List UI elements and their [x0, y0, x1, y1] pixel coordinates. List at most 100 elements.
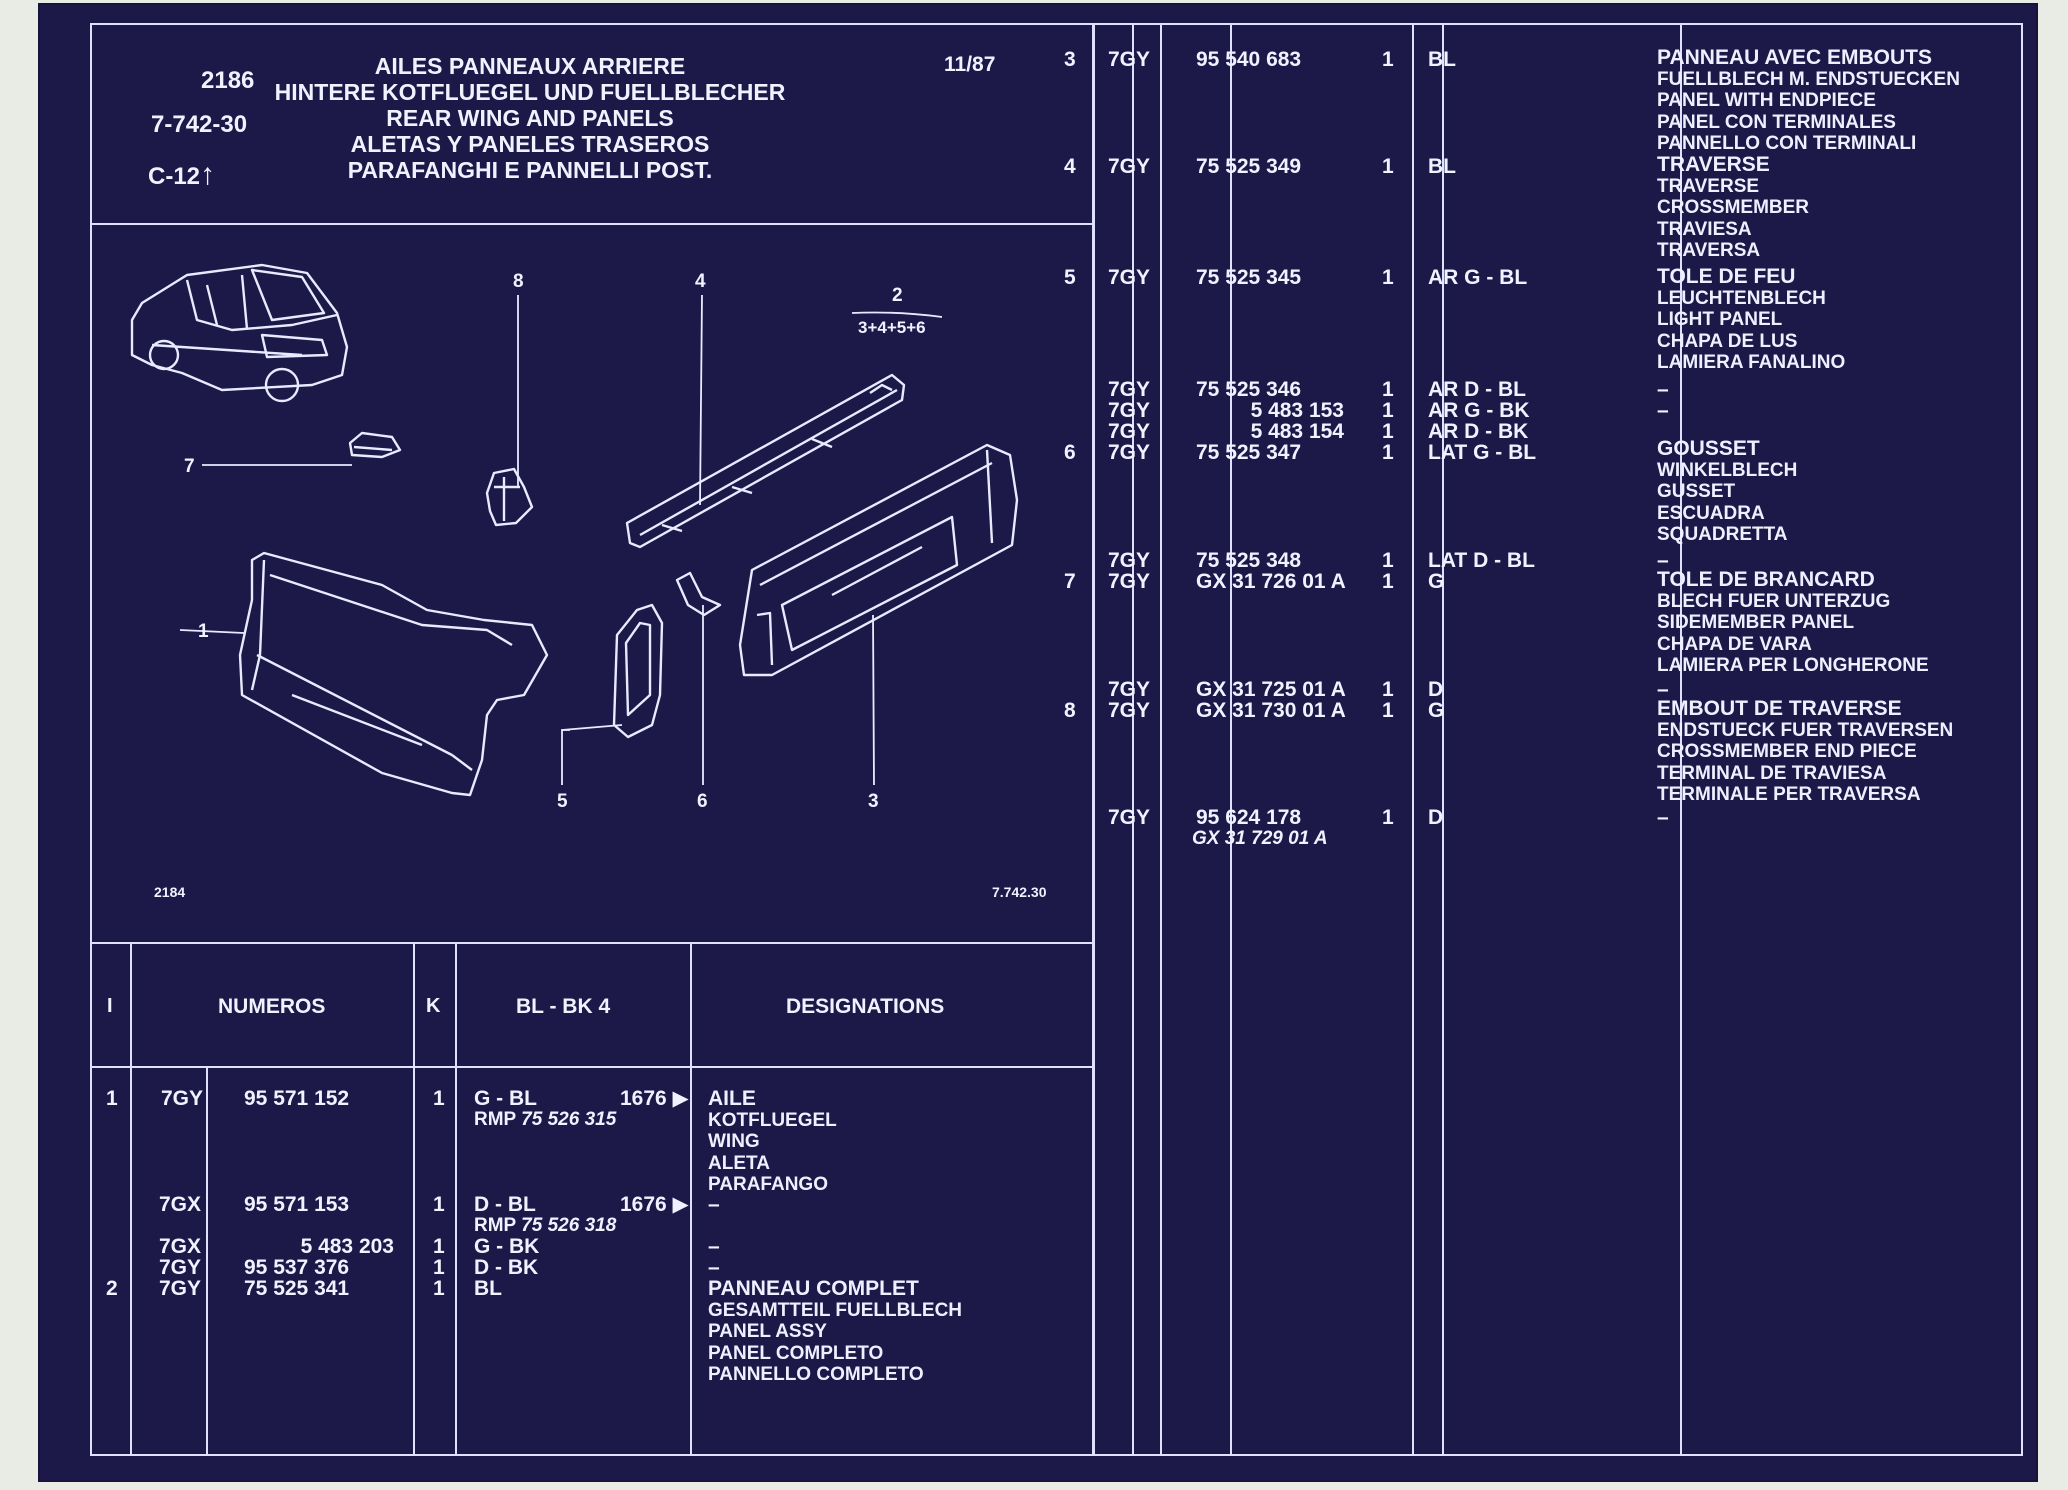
designation-block: EMBOUT DE TRAVERSE ENDSTUECK FUER TRAVER… [1657, 698, 1953, 806]
designation-es: CHAPA DE LUS [1657, 330, 1798, 352]
designation-dash: – [1657, 549, 1669, 572]
variant-code: BL [1428, 48, 1456, 71]
part-number: GX 31 730 01 A [1196, 699, 1346, 722]
variant-code: LAT D - BL [1428, 549, 1535, 572]
designation-en: GUSSET [1657, 481, 1736, 502]
arrow-up-icon: ↑ [200, 158, 216, 191]
divider [1442, 25, 1444, 1455]
callout-label: 7 [184, 456, 195, 477]
designation-de: GESAMTTEIL FUELLBLECH [708, 1299, 963, 1321]
designation-dash: – [708, 1256, 720, 1279]
item-number: 5 [1064, 266, 1076, 289]
title-de: HINTERE KOTFLUEGEL UND FUELLBLECHER [274, 79, 786, 105]
designation-block: GOUSSET WINKELBLECH GUSSET ESCUADRA SQUA… [1657, 438, 1797, 546]
callout-label: 5 [557, 791, 568, 812]
part-prefix: 7GY [161, 1087, 204, 1110]
quantity: 1 [1382, 378, 1394, 401]
divider [1412, 25, 1414, 1455]
variant-code: D [1428, 678, 1444, 701]
quantity: 1 [433, 1193, 445, 1216]
part-prefix: 7GY [1108, 806, 1151, 829]
designation-dash: – [708, 1235, 720, 1258]
reference-number: 7-742-30 [151, 111, 248, 138]
part-1-rear-wing [238, 551, 549, 797]
part-prefix: 7GY [1108, 549, 1151, 572]
quantity: 1 [1382, 266, 1394, 289]
edition-date: 11/87 [944, 53, 996, 76]
variant-code: G - BL [474, 1087, 537, 1110]
designation-fr: GOUSSET [1657, 437, 1760, 460]
quantity: 1 [433, 1235, 445, 1258]
designation-en: SIDEMEMBER PANEL [1657, 612, 1855, 633]
divider [92, 1066, 1092, 1068]
callout-label: 1 [198, 621, 209, 642]
variant-code: AR G - BL [1428, 266, 1528, 289]
quantity: 1 [1382, 806, 1394, 829]
col-header-designations: DESIGNATIONS [786, 995, 945, 1018]
designation-it: TERMINALE PER TRAVERSA [1657, 784, 1921, 805]
quantity: 1 [1382, 399, 1394, 422]
rmp-label: RMP [474, 1109, 516, 1130]
part-prefix: 7GY [1108, 441, 1151, 464]
variant-code: G [1428, 699, 1445, 722]
item-number: 1 [106, 1087, 118, 1110]
designation-it: PARAFANGO [708, 1174, 828, 1195]
designation-es: TRAVIESA [1657, 218, 1752, 240]
variant-code: LAT G - BL [1428, 441, 1537, 464]
option-code: 1676 ▶ [620, 1087, 689, 1110]
part-4-crossmember [625, 373, 906, 549]
designation-fr: EMBOUT DE TRAVERSE [1657, 697, 1902, 720]
designation-dash: – [1657, 378, 1669, 401]
part-number: 95 571 152 [244, 1087, 350, 1110]
parts-catalog-plate: 2186 7-742-30 C-12↑ 11/87 AILES PANNEAUX… [40, 5, 2036, 1480]
part-prefix: 7GY [1108, 699, 1151, 722]
divider [413, 943, 415, 1455]
quantity: 1 [1382, 155, 1394, 178]
part-prefix: 7GY [159, 1277, 202, 1300]
quantity: 1 [1382, 420, 1394, 443]
designation-de: LEUCHTENBLECH [1657, 287, 1826, 309]
designation-it: PANNELLO CON TERMINALI [1657, 133, 1917, 154]
drawing-code-left: 2184 [154, 884, 185, 900]
rmp-number: 75 526 315 [521, 1109, 617, 1130]
divider [1230, 25, 1232, 1455]
rmp-number: 75 526 318 [521, 1215, 617, 1236]
designation-fr: TOLE DE FEU [1657, 265, 1796, 288]
divider [92, 223, 1092, 225]
designation-de: BLECH FUER UNTERZUG [1657, 590, 1891, 612]
designation-block: PANNEAU AVEC EMBOUTS FUELLBLECH M. ENDST… [1657, 47, 1960, 155]
title-it: PARAFANGHI E PANNELLI POST. [347, 157, 713, 183]
col-header-index: I [107, 995, 113, 1017]
part-number: 95 571 153 [244, 1193, 350, 1216]
designation-fr: PANNEAU COMPLET [708, 1277, 919, 1300]
part-5-light-panel [612, 603, 664, 739]
designation-es: PANEL CON TERMINALES [1657, 111, 1896, 133]
quantity: 1 [433, 1277, 445, 1300]
part-8-end-piece [485, 467, 534, 527]
variant-code: BL [474, 1277, 502, 1300]
designation-it: TRAVERSA [1657, 240, 1761, 261]
designation-en: WING [708, 1131, 760, 1152]
quantity: 1 [1382, 678, 1394, 701]
designation-en: CROSSMEMBER END PIECE [1657, 741, 1917, 762]
part-prefix: 7GY [1108, 678, 1151, 701]
car-icon [130, 263, 349, 403]
designation-block: TOLE DE BRANCARD BLECH FUER UNTERZUG SID… [1657, 569, 1929, 677]
designation-it: SQUADRETTA [1657, 524, 1788, 545]
designation-fr: AILE [708, 1087, 756, 1110]
variant-code: D - BK [474, 1256, 539, 1279]
divider [690, 943, 692, 1455]
part-3-panel [738, 443, 1019, 677]
part-prefix: 7GY [1108, 420, 1151, 443]
divider [130, 943, 132, 1455]
part-number: 75 525 348 [1196, 549, 1302, 572]
designation-dash: – [1657, 678, 1669, 701]
item-number: 6 [1064, 441, 1076, 464]
part-prefix: 7GY [1108, 48, 1151, 71]
designation-en: PANEL WITH ENDPIECE [1657, 90, 1876, 111]
divider [1132, 25, 1134, 1455]
callout-label: 6 [697, 791, 708, 812]
part-number: GX 31 726 01 A [1196, 570, 1346, 593]
quantity: 1 [1382, 570, 1394, 593]
item-number: 7 [1064, 570, 1076, 593]
